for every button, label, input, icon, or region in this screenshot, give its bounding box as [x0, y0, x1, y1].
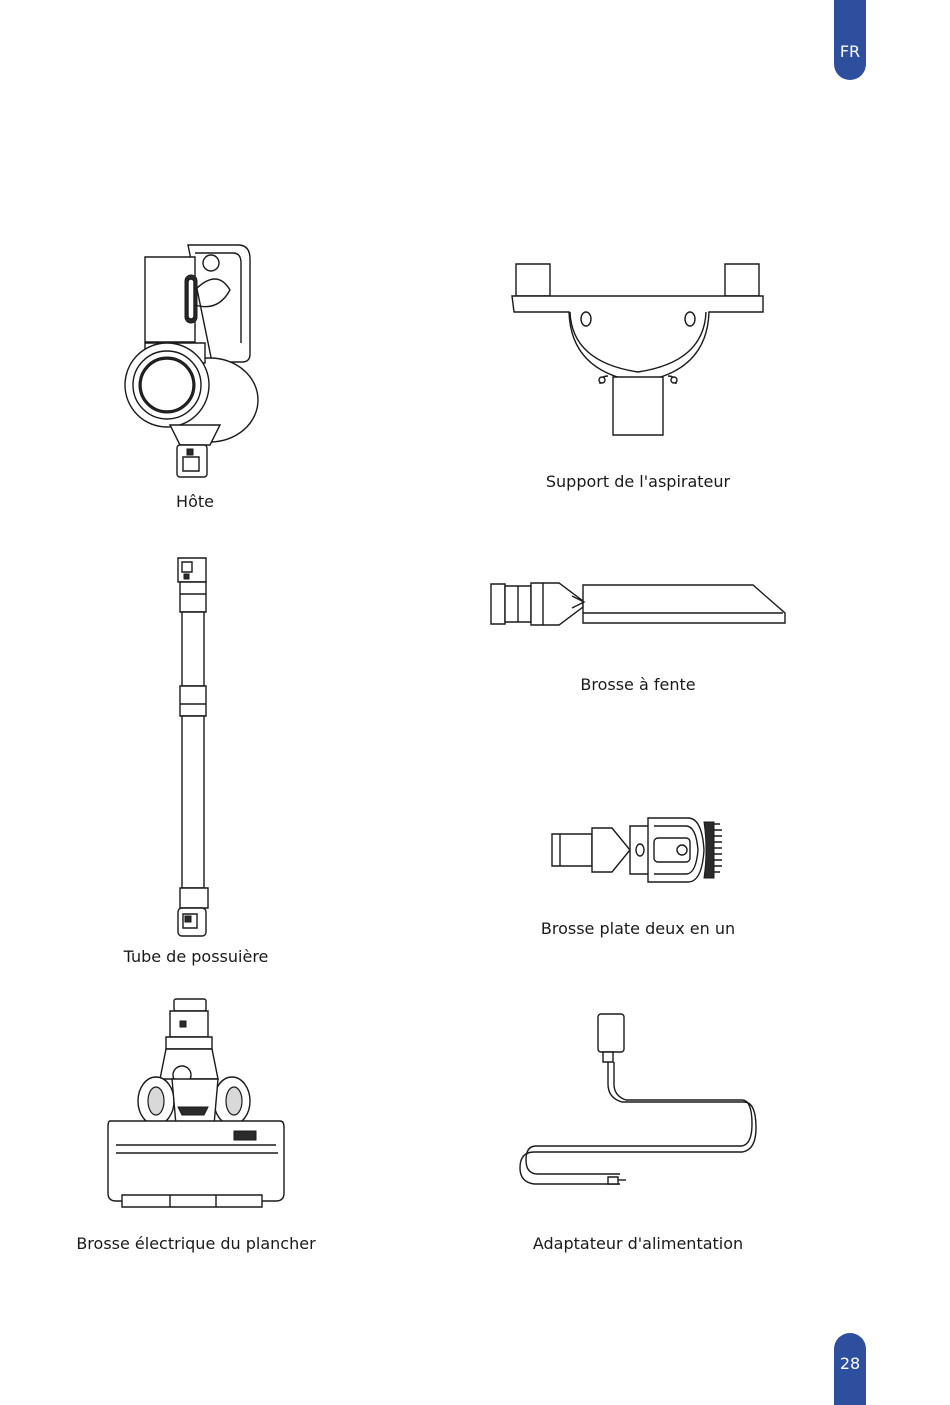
vacuum-host-icon [115, 235, 265, 490]
extension-tube-icon [172, 556, 220, 941]
item-caption-crevice: Brosse à fente [580, 675, 695, 694]
item-caption-two-in-one: Brosse plate deux en un [541, 919, 735, 938]
page-number: 28 [840, 1354, 860, 1373]
language-label: FR [840, 42, 860, 61]
two-in-one-brush-icon [550, 812, 725, 887]
item-caption-floor: Brosse électrique du plancher [76, 1234, 315, 1253]
wall-bracket-icon [510, 262, 765, 438]
crevice-tool-icon [488, 580, 786, 628]
item-caption-tube: Tube de possuière [124, 947, 269, 966]
item-caption-bracket: Support de l'aspirateur [546, 472, 730, 491]
power-adapter-icon [510, 1010, 765, 1190]
item-caption-host: Hôte [176, 492, 214, 511]
floor-brush-icon [100, 995, 285, 1213]
language-tab: FR [834, 0, 866, 80]
page-number-tab: 28 [834, 1333, 866, 1405]
item-caption-adapter: Adaptateur d'alimentation [533, 1234, 743, 1253]
